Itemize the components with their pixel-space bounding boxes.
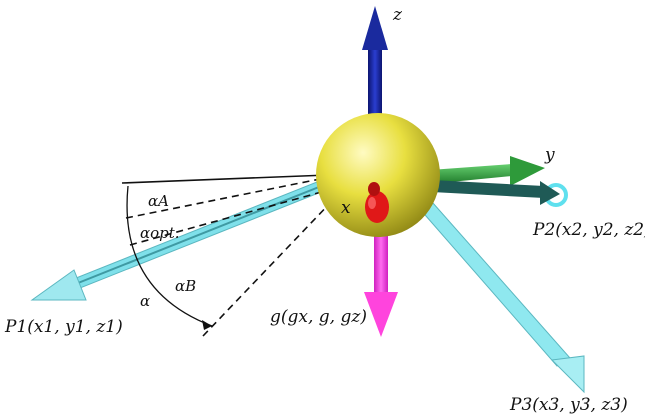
alpha-arc-arrowhead bbox=[202, 320, 212, 330]
alpha-angle-arc bbox=[126, 185, 213, 327]
y-axis-arrow bbox=[430, 156, 545, 186]
alpha-b-dashed-line bbox=[202, 199, 334, 337]
alpha-label: α bbox=[140, 292, 150, 310]
alpha-a-dashed-line bbox=[125, 177, 326, 219]
p2-vector-arrow bbox=[432, 180, 568, 207]
alpha-opt-label: αopt. bbox=[140, 224, 180, 242]
z-axis-arrow bbox=[362, 6, 388, 133]
alpha-opt-dashed-line bbox=[129, 190, 326, 246]
alpha-b-label: αB bbox=[175, 277, 196, 295]
p1-vector-arrow bbox=[30, 175, 337, 301]
y-axis-label: y bbox=[544, 145, 555, 165]
z-axis-label: z bbox=[392, 5, 403, 25]
p3-label: P3(x3, y3, z3) bbox=[509, 395, 628, 415]
p1-label: P1(x1, y1, z1) bbox=[4, 317, 123, 337]
p2-label: P2(x2, y2, z2) bbox=[532, 220, 645, 240]
gravity-label: g(gx, g, gz) bbox=[270, 307, 367, 327]
x-axis-arrow bbox=[365, 182, 389, 223]
gravity-vector-arrow bbox=[364, 232, 398, 337]
x-axis-label: x bbox=[341, 198, 351, 218]
reference-line bbox=[121, 174, 329, 184]
center-sphere bbox=[316, 113, 440, 237]
alpha-a-label: αA bbox=[148, 192, 169, 210]
